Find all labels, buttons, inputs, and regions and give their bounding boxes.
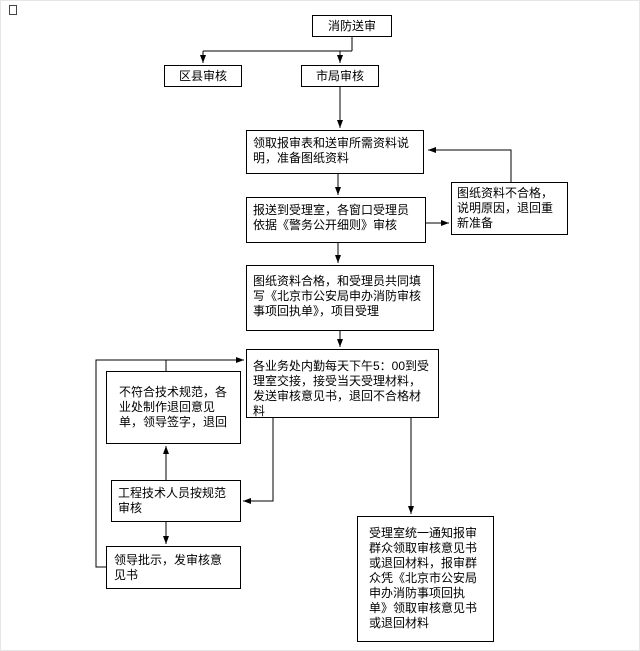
edge-clerk-engineer: [243, 418, 274, 504]
node-drawings-unqualified-return: 图纸资料不合格，说明原因，退回重新准备: [451, 182, 568, 235]
node-city-bureau-review: 市局审核: [301, 65, 379, 87]
node-drawings-qualified-fill-receipt: 图纸资料合格，和受理员共同填写《北京市公安局申办消防审核事项回执单》，项目受理: [246, 265, 434, 331]
edge-unqualified-receive: [428, 147, 512, 182]
node-leader-approval-issue-opinion: 领导批示，发审核意见书: [106, 546, 241, 589]
node-engineer-review: 工程技术人员按规范审核: [111, 480, 241, 522]
node-submit-to-acceptance-room: 报送到受理室，各窗口受理员依据《警务公开细则》审核: [246, 197, 426, 243]
node-fire-review-start: 消防送审: [312, 15, 392, 37]
node-acceptance-room-notify-public: 受理室统一通知报审群众领取审核意见书或退回材料，报审群众凭《北京市公安局申办消防…: [357, 516, 494, 642]
corner-glyph-artifact: [9, 5, 17, 15]
node-receive-forms-prepare-drawings: 领取报审表和送审所需资料说明，准备图纸资料: [246, 130, 424, 174]
node-district-review: 区县审核: [164, 65, 242, 87]
node-department-clerk-handover: 各业务处内勤每天下午5：00到受理室交接，接受当天受理材料，发送审核意见书，退回…: [246, 349, 439, 418]
node-nonconforming-return-slip: 不符合技术规范，各业处制作退回意见单，领导签字，退回: [106, 371, 241, 444]
